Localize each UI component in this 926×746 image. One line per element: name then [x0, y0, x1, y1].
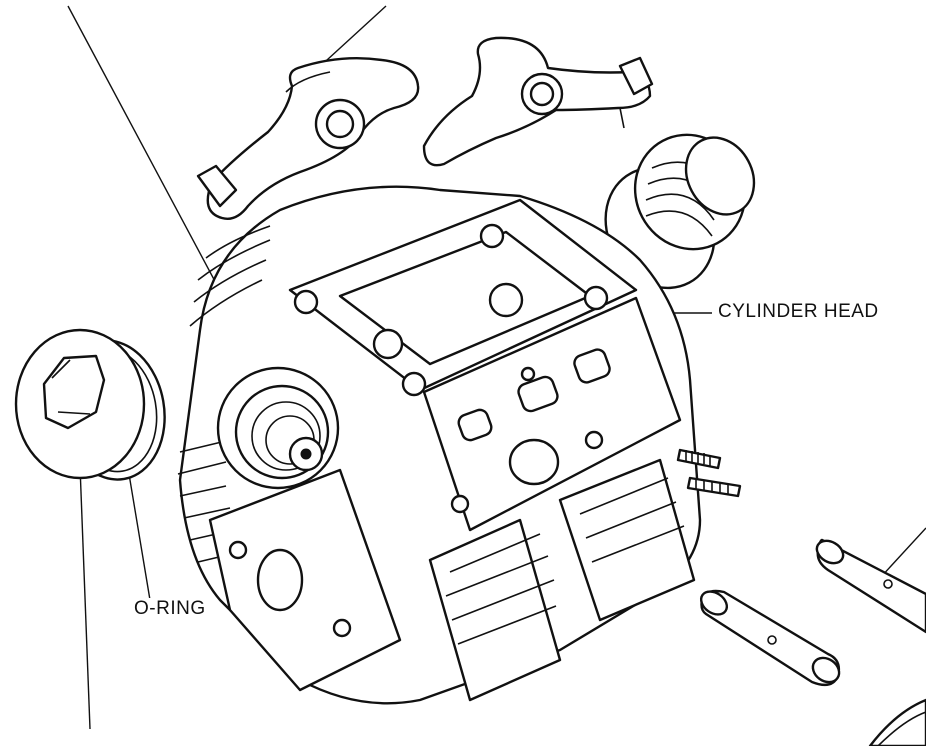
rocker-arm-right — [422, 36, 654, 167]
dowel-pins — [699, 538, 926, 746]
studs — [676, 448, 742, 498]
rocker-arm-left — [196, 57, 420, 220]
cylinder-head-label: CYLINDER HEAD — [716, 301, 881, 323]
cylinder-head-body — [177, 185, 702, 705]
o-ring-label: O-RING — [132, 598, 208, 620]
valve-adjuster-cap-left — [14, 328, 166, 481]
